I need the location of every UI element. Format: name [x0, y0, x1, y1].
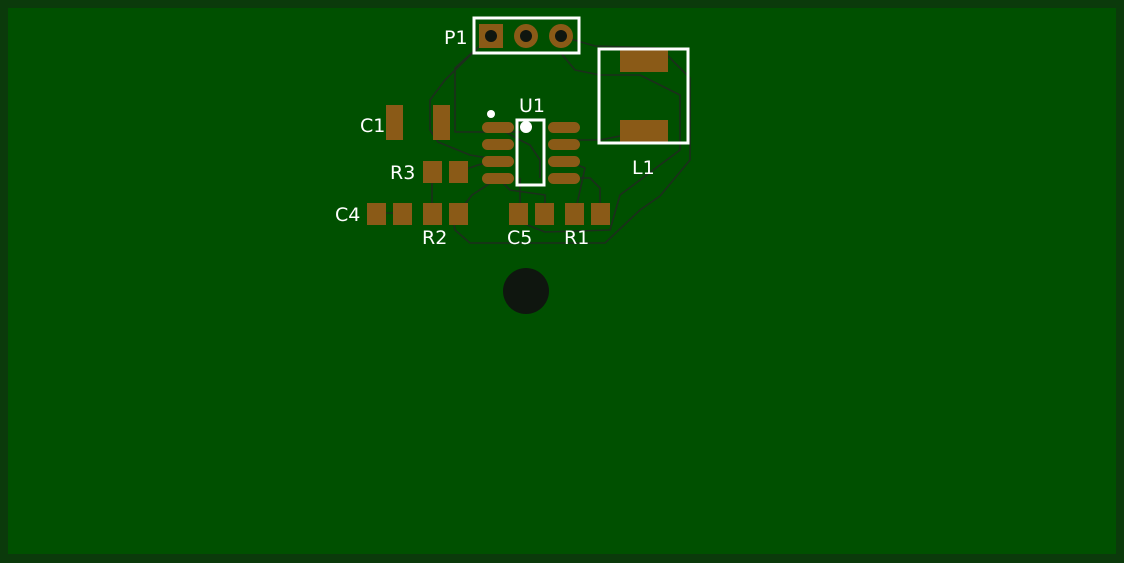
r2-pad-1	[423, 203, 442, 225]
u1-ic	[482, 110, 580, 187]
p1-connector	[472, 16, 581, 55]
trace-p1-mid-to-l1	[519, 51, 681, 233]
p1-pad-1-hole	[485, 30, 497, 42]
l1-silkscreen-outline	[597, 47, 690, 145]
r2-pad-2	[449, 203, 468, 225]
trace-p1-left-loop	[429, 35, 501, 161]
label-l1: L1	[632, 157, 655, 179]
u1-pin-6	[548, 156, 580, 167]
c1-capacitor	[386, 105, 450, 140]
c5-pad-2	[535, 203, 554, 225]
trace-u1-inner	[497, 127, 541, 178]
r1-pad-2	[591, 203, 610, 225]
r3-resistor	[423, 161, 468, 183]
r3-pad-2	[449, 161, 468, 183]
u1-pin-5	[548, 173, 580, 184]
c4-pad-2	[393, 203, 412, 225]
board-substrate	[8, 8, 1116, 554]
p1-pad-3-hole	[555, 30, 567, 42]
r1-pad-1	[565, 203, 584, 225]
mounting-hole	[503, 268, 549, 314]
c4-pad-1	[367, 203, 386, 225]
r2-resistor	[423, 203, 468, 225]
c5-pad-1	[509, 203, 528, 225]
l1-pad-1	[620, 48, 668, 72]
label-r2: R2	[422, 227, 447, 249]
label-r3: R3	[390, 162, 415, 184]
label-c5: C5	[507, 227, 532, 249]
trace-p1-right-to-l1	[451, 35, 691, 244]
u1-pin-7	[548, 139, 580, 150]
label-p1: P1	[444, 27, 468, 49]
label-u1: U1	[519, 95, 545, 117]
u1-silkscreen-outline	[515, 118, 546, 187]
p1-pad-2-hole	[520, 30, 532, 42]
u1-pin-8	[548, 122, 580, 133]
u1-pin1-marker	[487, 110, 495, 118]
label-c1: C1	[360, 115, 385, 137]
r3-pad-1	[423, 161, 442, 183]
u1-pin-3	[482, 156, 514, 167]
r1-resistor	[565, 203, 610, 225]
c1-pad-1	[386, 105, 403, 140]
u1-pin-1	[482, 122, 514, 133]
u1-orientation-dot	[520, 121, 532, 133]
l1-inductor	[597, 47, 690, 145]
c5-capacitor	[509, 203, 554, 225]
u1-pin-2	[482, 139, 514, 150]
label-c4: C4	[335, 204, 360, 226]
u1-pin-4	[482, 173, 514, 184]
l1-pad-2	[620, 120, 668, 144]
p1-silkscreen-outline	[472, 16, 581, 55]
silkscreen-labels: P1 U1 L1 C1 R3 C4 R2 C5 R1	[335, 27, 655, 249]
label-r1: R1	[564, 227, 589, 249]
c4-capacitor	[367, 203, 412, 225]
c1-pad-2	[433, 105, 450, 140]
